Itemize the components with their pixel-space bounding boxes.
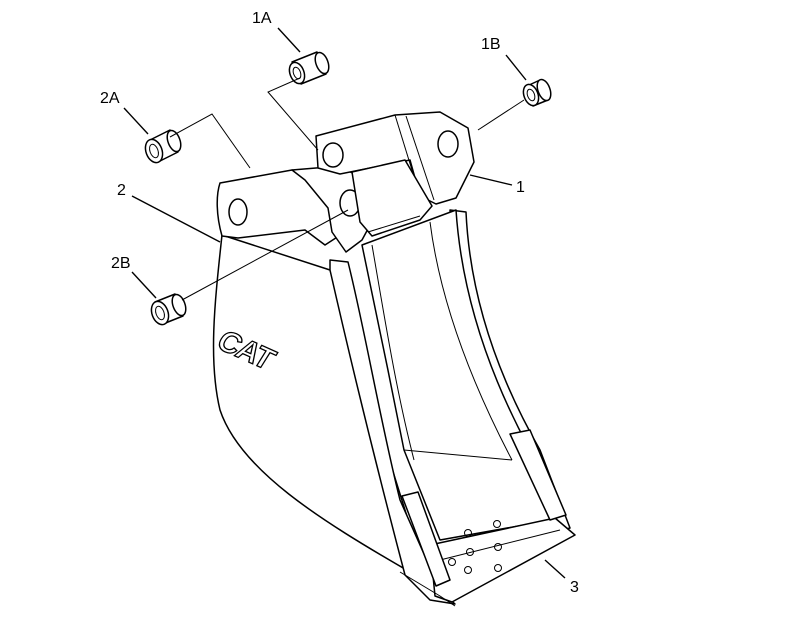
bushing-1A — [288, 51, 330, 85]
bracket-1-hole-a — [322, 142, 344, 168]
bucket-side-plate — [329, 259, 456, 605]
bucket-back-shell — [212, 234, 431, 591]
bracket-1-hole-b — [437, 130, 459, 158]
callout-2A: 2A — [100, 90, 120, 107]
bucket — [212, 209, 576, 607]
callout-1B: 1B — [481, 36, 501, 53]
leader-lines — [123, 27, 566, 579]
callout-1: 1 — [516, 179, 525, 196]
callout-2B: 2B — [111, 255, 131, 272]
bushing-2B — [150, 293, 187, 326]
callout-3: 3 — [570, 579, 579, 596]
cross-tube — [351, 159, 433, 237]
cutting-edge — [429, 517, 576, 603]
callout-1A: 1A — [252, 10, 272, 27]
bracket-2-hole-a — [228, 198, 248, 226]
bushing-2A — [144, 129, 182, 164]
bracket-2 — [216, 165, 377, 253]
bushing-1B — [522, 78, 552, 107]
side-cutter-right — [509, 429, 567, 521]
assembly-lines — [169, 77, 525, 301]
side-cutter-left — [401, 491, 451, 587]
callout-2: 2 — [117, 182, 126, 199]
cutting-edge-bolts — [448, 520, 502, 574]
